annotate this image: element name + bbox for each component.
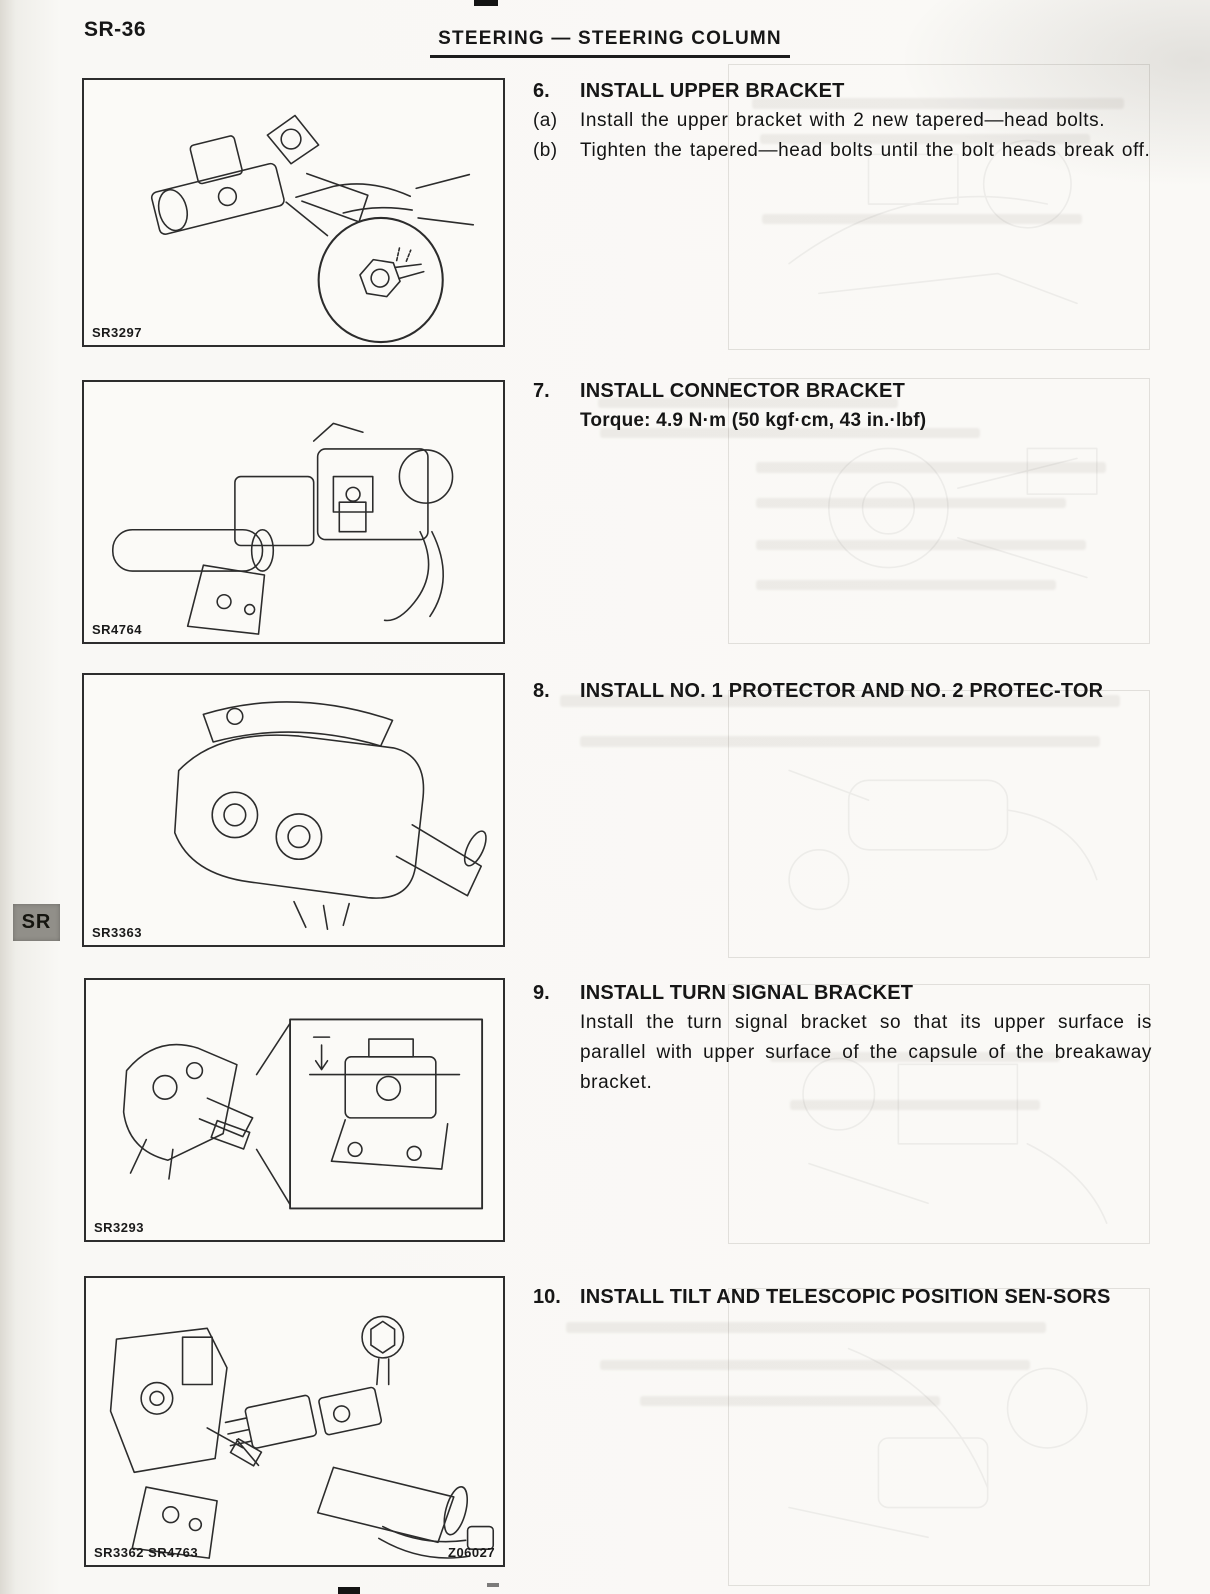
bleedthrough-text (752, 98, 1124, 109)
bleedthrough-text (580, 736, 1100, 747)
figure-code: SR4764 (92, 622, 142, 637)
bleedthrough-text (760, 134, 1090, 144)
figure-illustration (109, 1315, 495, 1559)
step-install-upper-bracket: 6. INSTALL UPPER BRACKET (a) Install the… (533, 76, 1152, 166)
step-number: 9. (533, 982, 550, 1004)
header: STEERING — STEERING COLUMN (300, 28, 920, 58)
figure-turn-signal-bracket: SR3293 (84, 978, 505, 1242)
step-number: 6. (533, 80, 550, 102)
bleedthrough-text (640, 1396, 940, 1406)
figure-code-secondary: Z06027 (448, 1545, 496, 1560)
page-title: STEERING — STEERING COLUMN (430, 28, 790, 58)
bleedthrough-sketch (788, 1347, 1088, 1539)
bleedthrough-sketch (788, 139, 1078, 305)
bleedthrough-text (600, 1360, 1030, 1370)
bleedthrough-sketch (802, 1057, 1108, 1224)
torque-spec: Torque: 4.9 N·m (50 kgf·cm, 43 in.·lbf) (580, 410, 927, 431)
step-title: INSTALL TILT AND TELESCOPIC POSITION SEN… (580, 1286, 1111, 1308)
step-install-connector-bracket: 7. INSTALL CONNECTOR BRACKET Torque: 4.9… (533, 376, 1152, 436)
figure-code: SR3293 (94, 1220, 144, 1235)
bleedthrough-sketch (828, 447, 1098, 579)
step-install-turn-signal-bracket: 9. INSTALL TURN SIGNAL BRACKET Install t… (533, 978, 1152, 1098)
substep-text: Install the upper bracket with 2 new tap… (580, 110, 1106, 131)
scan-artifact-bottom-2 (487, 1583, 499, 1587)
step-title: INSTALL TURN SIGNAL BRACKET (580, 982, 914, 1004)
figure-code: SR3297 (92, 325, 142, 340)
section-tab-sr: SR (13, 904, 60, 941)
figure-code: SR3363 (92, 925, 142, 940)
bleedthrough-figure-2 (728, 378, 1150, 644)
bleedthrough-figure-4 (728, 984, 1150, 1244)
bleedthrough-text (600, 428, 980, 438)
step-number: 8. (533, 680, 550, 702)
figure-code: SR3362 SR4763 (94, 1545, 199, 1560)
substep-marker: (b) (533, 140, 558, 161)
step-title: INSTALL CONNECTOR BRACKET (580, 380, 905, 402)
step-title: INSTALL UPPER BRACKET (580, 80, 845, 102)
step-number: 7. (533, 380, 550, 402)
scan-artifact-bottom (338, 1587, 360, 1594)
bleedthrough-text (790, 1100, 1040, 1110)
step-install-position-sensors: 10. INSTALL TILT AND TELESCOPIC POSITION… (533, 1282, 1152, 1312)
bleedthrough-text (756, 498, 1066, 508)
step-title: INSTALL NO. 1 PROTECTOR AND NO. 2 PROTEC… (580, 680, 1104, 702)
bleedthrough-figure-3 (728, 690, 1150, 958)
bleedthrough-text (598, 398, 898, 408)
figure-position-sensors: SR3362 SR4763 Z06027 (84, 1276, 505, 1567)
bleedthrough-sketch (788, 769, 1098, 911)
bleedthrough-text (756, 540, 1086, 550)
figure-illustration (150, 114, 475, 344)
figure-illustration (111, 422, 454, 635)
page-code: SR-36 (84, 18, 147, 41)
figure-connector-bracket: SR4764 (82, 380, 505, 644)
step-install-protectors: 8. INSTALL NO. 1 PROTECTOR AND NO. 2 PRO… (533, 676, 1152, 706)
scan-artifact-top (474, 0, 498, 6)
bleedthrough-text (756, 462, 1106, 473)
figure-illustration (122, 1018, 484, 1210)
bleedthrough-text (756, 580, 1056, 590)
bleedthrough-text (566, 1322, 1046, 1333)
figure-illustration (173, 701, 487, 931)
bleedthrough-text (770, 1052, 1060, 1062)
figure-protectors: SR3363 (82, 673, 505, 947)
bleedthrough-figure-5 (728, 1288, 1150, 1586)
substep-text: Tighten the tapered—head bolts until the… (580, 140, 1151, 161)
bleedthrough-figure-1 (728, 64, 1150, 350)
step-number: 10. (533, 1286, 561, 1308)
figure-upper-bracket: SR3297 (82, 78, 505, 347)
bleedthrough-text (762, 214, 1082, 224)
step-body: Install the turn signal bracket so that … (580, 1012, 1152, 1093)
substep-marker: (a) (533, 110, 558, 131)
bleedthrough-text (560, 695, 1120, 707)
